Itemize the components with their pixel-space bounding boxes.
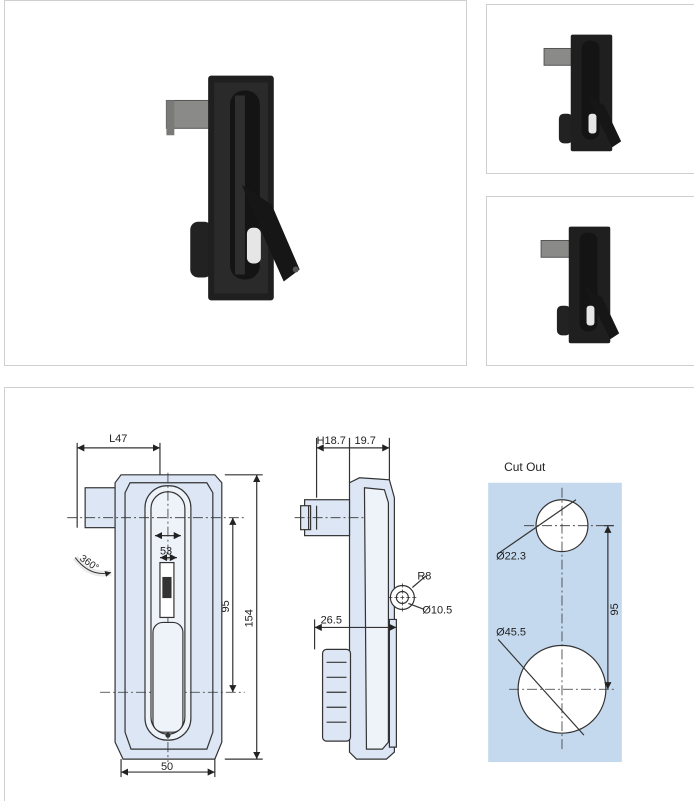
cutout-title: Cut Out <box>504 460 546 474</box>
cutout-spacing-label: 95 <box>609 603 621 615</box>
front-view <box>67 442 263 778</box>
technical-drawing: L47 53 95 154 50 360° <box>67 433 622 778</box>
product-thumbnail-2[interactable] <box>486 196 694 366</box>
side-depth-label-2: 19.7 <box>354 435 375 447</box>
side-hole-label: Ø10.5 <box>422 604 452 616</box>
side-view <box>294 437 427 760</box>
front-width-label: 50 <box>161 761 173 773</box>
cutout-view <box>488 482 622 763</box>
front-handle-width-label: 53 <box>160 546 172 558</box>
side-radius-label: R8 <box>417 571 431 583</box>
product-thumbnail-1[interactable] <box>486 4 694 174</box>
front-hole-spacing-label: 95 <box>220 600 232 612</box>
side-depth-label-1: H18.7 <box>317 435 346 447</box>
product-photo-main[interactable] <box>4 0 467 366</box>
lock-handle-image-main <box>165 75 300 301</box>
side-offset-label: 26.5 <box>321 614 342 626</box>
front-length-label: L47 <box>109 433 127 445</box>
cutout-large-hole-label: Ø45.5 <box>496 626 526 638</box>
cutout-small-hole-label: Ø22.3 <box>496 551 526 563</box>
lock-handle-image-thumb-2 <box>540 226 620 344</box>
technical-drawing-panel: L47 53 95 154 50 360° <box>4 387 694 801</box>
lock-handle-image-thumb-1 <box>543 34 622 152</box>
front-height-label: 154 <box>244 609 256 627</box>
